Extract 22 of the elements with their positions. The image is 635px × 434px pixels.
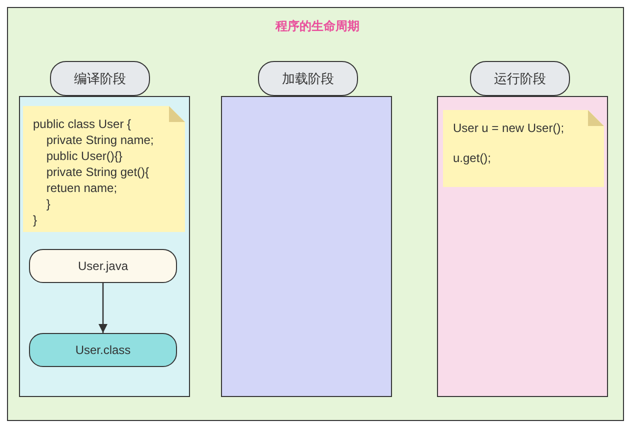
code-note [23, 106, 185, 232]
stage-panel [221, 96, 392, 397]
stage-pill: 加载阶段 [258, 61, 358, 96]
stage-panel [19, 96, 190, 397]
stage-pill: 运行阶段 [470, 61, 570, 96]
code-line: private String get(){ [45, 164, 150, 180]
code-line: public class User { [33, 116, 132, 132]
code-line: } [45, 196, 50, 212]
code-line: retuen name; [45, 180, 118, 196]
file-box: User.class [29, 333, 177, 367]
code-line: User u = new User(); [453, 120, 564, 136]
frame-background [7, 7, 624, 421]
code-line: } [33, 212, 38, 228]
stage-pill: 编译阶段 [50, 61, 150, 96]
code-line: u.get(); [453, 150, 492, 166]
code-line: public User(){} [45, 148, 122, 164]
arrow [98, 283, 108, 333]
file-box: User.java [29, 249, 177, 283]
diagram-title: 程序的生命周期 [276, 18, 360, 35]
code-line: private String name; [45, 132, 154, 148]
stage-panel [437, 96, 608, 397]
code-note [443, 110, 604, 187]
